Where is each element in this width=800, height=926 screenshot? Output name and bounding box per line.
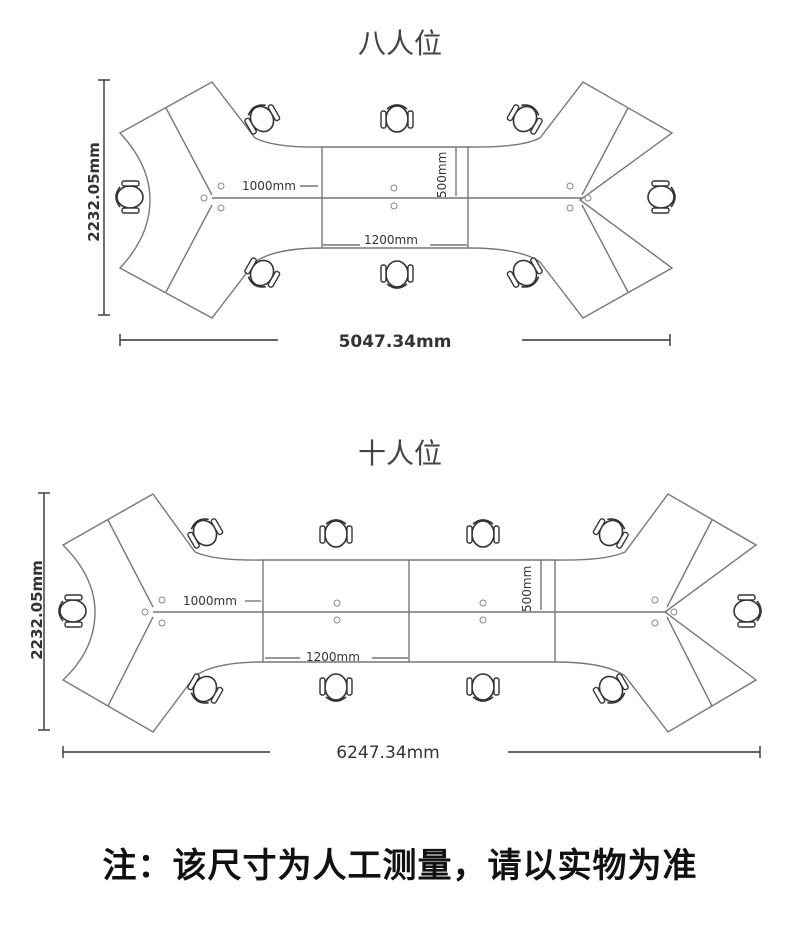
layout-8-label-1200: 1200mm [364,233,418,247]
layout-10-width-label: 6247.34mm [336,743,439,763]
layout-8-diagram [98,79,676,346]
layout-10-label-500: 500mm [520,566,534,612]
layout-8-label-1000: 1000mm [242,179,296,193]
layout-10-height-label: 2232.05mm [28,560,46,660]
layout-10-label-1000: 1000mm [183,594,237,608]
layout-10-title: 十人位 [357,437,442,470]
layout-8-label-500: 500mm [435,152,449,198]
layout-10-label-1200: 1200mm [306,650,360,664]
layout-8-width-label: 5047.34mm [339,332,452,352]
layout-8-title: 八人位 [357,27,442,60]
layout-8-height-label: 2232.05mm [85,142,103,242]
measurement-disclaimer: 注：该尺寸为人工测量，请以实物为准 [102,846,698,886]
layout-10-diagram [38,492,762,758]
